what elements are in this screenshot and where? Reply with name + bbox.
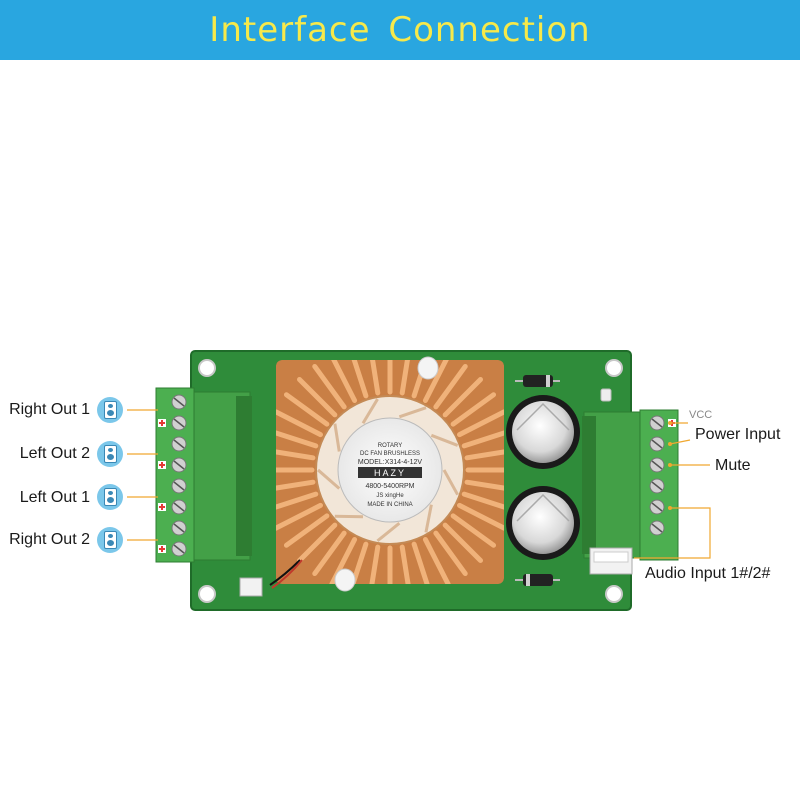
right-leaders — [634, 422, 711, 559]
capacitor-bottom — [506, 486, 580, 560]
fan-line1: ROTARY — [378, 443, 402, 449]
left-terminal-block — [155, 387, 252, 563]
speaker-icon — [97, 527, 123, 553]
diode-top — [515, 375, 560, 387]
page-title: Interface Connection — [209, 10, 591, 50]
fan-line3: MODEL:X314-4-12V — [358, 459, 423, 466]
label-mute: Mute — [715, 457, 751, 474]
header-banner: Interface Connection — [0, 0, 800, 60]
diode-bottom — [515, 574, 560, 586]
speaker-icon — [97, 441, 123, 467]
left-leaders — [127, 409, 158, 541]
label-power-input: Power Input — [695, 426, 781, 443]
mounting-holes — [198, 359, 623, 603]
label-vcc: VCC — [689, 409, 713, 421]
fan-connector — [239, 577, 263, 597]
standoff-top — [417, 356, 439, 380]
label-right-out-2: Right Out 2 — [9, 531, 90, 548]
fan-rpm: 4800-5400RPM — [365, 483, 414, 490]
label-left-out-2: Left Out 2 — [19, 445, 90, 462]
capacitor-top — [506, 395, 580, 469]
label-left-out-1: Left Out 1 — [19, 489, 90, 506]
fan-wire — [269, 559, 301, 586]
fan-line2: DC FAN BRUSHLESS — [360, 451, 420, 457]
speaker-icon — [97, 484, 123, 510]
fan-blades — [317, 398, 459, 543]
speaker-icon — [97, 397, 123, 423]
fan-origin: MADE IN CHINA — [367, 502, 412, 508]
led — [600, 388, 612, 402]
fan-maker: JS xingHe — [376, 493, 404, 499]
label-audio-input: Audio Input 1#/2# — [645, 565, 771, 582]
right-leader-dots — [668, 421, 672, 510]
label-right-out-1: Right Out 1 — [9, 401, 90, 418]
standoff-bottom — [334, 568, 356, 592]
fan-brand: HAZY — [374, 468, 406, 478]
